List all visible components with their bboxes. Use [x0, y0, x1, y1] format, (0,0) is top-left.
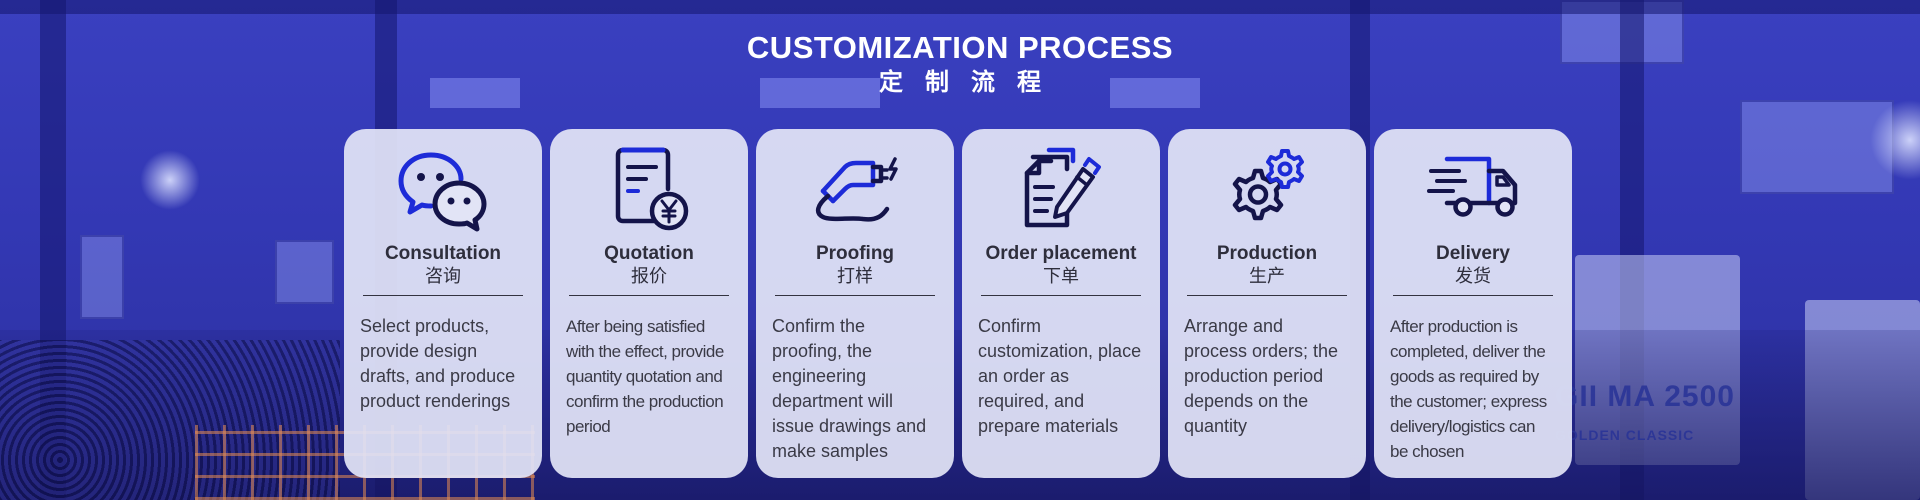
delivery-truck-icon	[1389, 149, 1557, 231]
step-title-cn: 发货	[1455, 266, 1491, 286]
step-card-consultation: Consultation 咨询 Select products, provide…	[344, 129, 542, 478]
step-title-en: Proofing	[815, 243, 895, 264]
step-divider	[1393, 295, 1553, 296]
machine-label: GII MA 2500 GOLDEN CLASSIC	[1555, 380, 1735, 448]
charging-plug-icon	[771, 149, 939, 231]
quotation-document-icon	[565, 147, 733, 231]
machine-label-text: GII MA 2500	[1555, 380, 1735, 413]
step-card-order-placement: Order placement 下单 Confirm customization…	[962, 129, 1160, 478]
heading-title-cn: 定制流程	[879, 69, 1063, 96]
step-description: Confirm customization, place an order as…	[978, 316, 1142, 436]
step-card-quotation: Quotation 报价 After being satisfied with …	[550, 129, 748, 478]
step-divider	[1187, 295, 1347, 296]
heading-title-en: CUSTOMIZATION PROCESS	[746, 30, 1174, 65]
wechat-icon	[359, 149, 527, 232]
step-description: Select products, provide design drafts, …	[360, 316, 516, 411]
process-steps: Consultation 咨询 Select products, provide…	[344, 129, 1572, 478]
step-description: Arrange and process orders; the producti…	[1184, 316, 1339, 436]
step-card-delivery: Delivery 发货 After production is complete…	[1374, 129, 1572, 478]
step-card-production: Production 生产 Arrange and process orders…	[1168, 129, 1366, 478]
step-card-proofing: Proofing 打样 Confirm the proofing, the en…	[756, 129, 954, 478]
machine-sublabel-text: GOLDEN CLASSIC	[1555, 427, 1695, 443]
step-title-cn: 咨询	[425, 266, 461, 286]
gears-icon	[1183, 149, 1351, 231]
step-title-en: Delivery	[1436, 243, 1510, 264]
step-divider	[981, 295, 1141, 296]
order-document-pen-icon	[977, 147, 1145, 231]
step-description: After production is completed, deliver t…	[1390, 317, 1547, 461]
step-title-cn: 报价	[631, 266, 667, 286]
step-title-en: Order placement	[985, 243, 1137, 264]
step-divider	[363, 295, 523, 296]
step-title-en: Consultation	[384, 243, 502, 264]
step-title-cn: 打样	[837, 266, 873, 286]
step-title-cn: 生产	[1249, 266, 1285, 286]
step-title-en: Production	[1216, 243, 1318, 264]
step-divider	[569, 295, 729, 296]
step-title-cn: 下单	[1043, 266, 1079, 286]
step-title-en: Quotation	[604, 243, 694, 264]
step-description: After being satisfied with the effect, p…	[566, 317, 724, 436]
section-heading: CUSTOMIZATION PROCESS 定制流程	[0, 30, 1920, 98]
step-description: Confirm the proofing, the engineering de…	[772, 316, 927, 461]
step-divider	[775, 295, 935, 296]
